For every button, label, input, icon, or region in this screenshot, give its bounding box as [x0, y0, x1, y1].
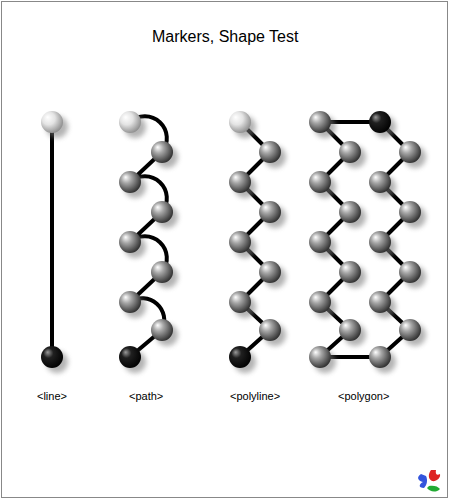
shape-label: <polygon>	[338, 390, 389, 403]
shape-label: <line>	[37, 390, 67, 403]
polygon-markers	[309, 111, 426, 373]
line-markers	[41, 111, 68, 373]
diagram-title: Markers, Shape Test	[152, 27, 298, 46]
shape-label: <path>	[129, 390, 163, 403]
path-markers	[119, 111, 178, 373]
polyline-markers	[229, 111, 286, 373]
shape-label: <polyline>	[230, 390, 280, 403]
line-shape	[50, 122, 54, 357]
logo	[418, 470, 440, 492]
polygon-shape	[320, 122, 410, 357]
